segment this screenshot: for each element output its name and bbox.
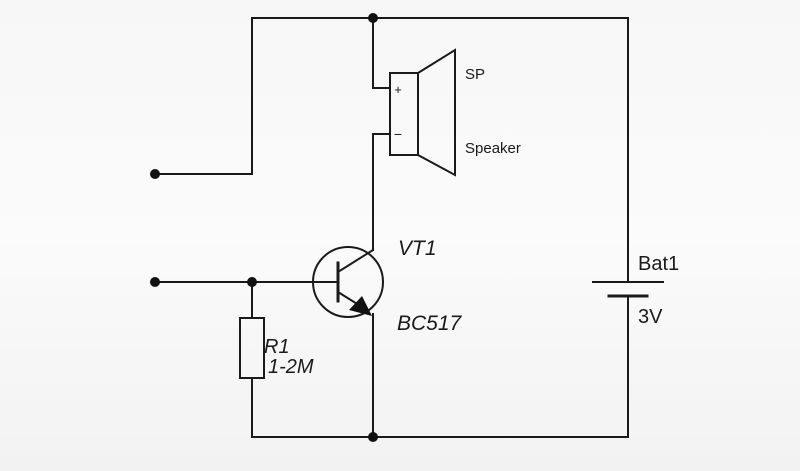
wire-resistor-bottom	[251, 377, 374, 438]
speaker-minus-label: −	[394, 126, 402, 142]
transistor-collector-lead	[336, 248, 375, 274]
junction-base-resistor	[247, 277, 257, 287]
battery-symbol	[592, 281, 664, 298]
speaker-plus-label: +	[394, 82, 402, 97]
wire-speaker-minus-to-collector	[372, 133, 391, 251]
wire-left-input-to-top	[154, 17, 374, 175]
battery-ref-label: Bat1	[638, 253, 679, 275]
speaker-ref-label: SP	[465, 66, 485, 83]
resistor-symbol	[239, 317, 265, 379]
transistor-ref-label: VT1	[398, 237, 437, 260]
resistor-ref-label: R1	[264, 336, 290, 358]
terminal-lower-input	[150, 277, 160, 287]
speaker-name-label: Speaker	[465, 140, 521, 157]
speaker-symbol	[389, 48, 456, 177]
terminal-upper-input	[150, 169, 160, 179]
transistor-emitter-arrow	[349, 296, 372, 316]
wire-top-to-speaker-plus	[372, 17, 391, 89]
battery-value-label: 3V	[638, 306, 663, 328]
junction-bottom	[368, 432, 378, 442]
junction-top	[368, 13, 378, 23]
resistor-value-label: 1-2M	[268, 356, 314, 378]
speaker-cone	[417, 48, 456, 177]
transistor-part-label: BC517	[397, 312, 463, 335]
